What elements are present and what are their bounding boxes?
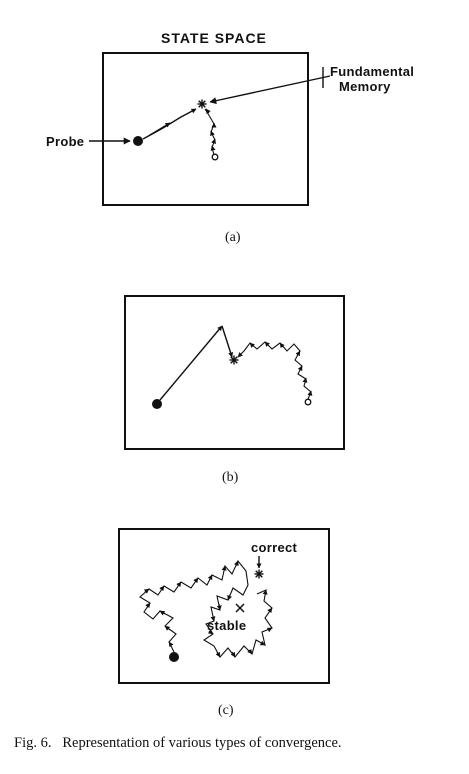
- figure-caption: Fig. 6. Representation of various types …: [14, 735, 342, 751]
- memory-star-b: [228, 354, 240, 366]
- caption-b: (b): [222, 470, 239, 485]
- panel-c-frame: [118, 528, 330, 684]
- probe-dot: [133, 136, 143, 146]
- convergence-path-a: [204, 108, 216, 156]
- panel-c: [118, 528, 330, 684]
- start-circle-a: [211, 153, 219, 161]
- probe-dot-c: [169, 652, 179, 662]
- jump-path-b: [159, 325, 223, 401]
- stable-point: [235, 603, 245, 613]
- caption-c: (c): [218, 703, 234, 718]
- fundamental-memory-star: [196, 98, 208, 110]
- state-space-title: STATE SPACE: [161, 30, 267, 46]
- probe-dot-b: [152, 399, 162, 409]
- panel-b: [124, 295, 345, 450]
- fundamental-memory-label-line2: Memory: [339, 79, 391, 94]
- start-circle-b: [304, 398, 312, 406]
- fundamental-memory-label-line1: Fundamental: [330, 64, 415, 79]
- convergence-path-b: [237, 341, 312, 400]
- correct-star: [253, 568, 265, 580]
- convergence-path-c: [139, 559, 273, 658]
- probe-label: Probe: [46, 134, 85, 149]
- panel-a: [89, 52, 331, 206]
- memory-arrow: [209, 75, 331, 105]
- correct-label: correct: [251, 540, 298, 555]
- panel-a-frame: [102, 52, 309, 206]
- caption-a: (a): [225, 230, 241, 245]
- panel-b-frame: [124, 295, 345, 450]
- stable-label: stable: [207, 618, 247, 633]
